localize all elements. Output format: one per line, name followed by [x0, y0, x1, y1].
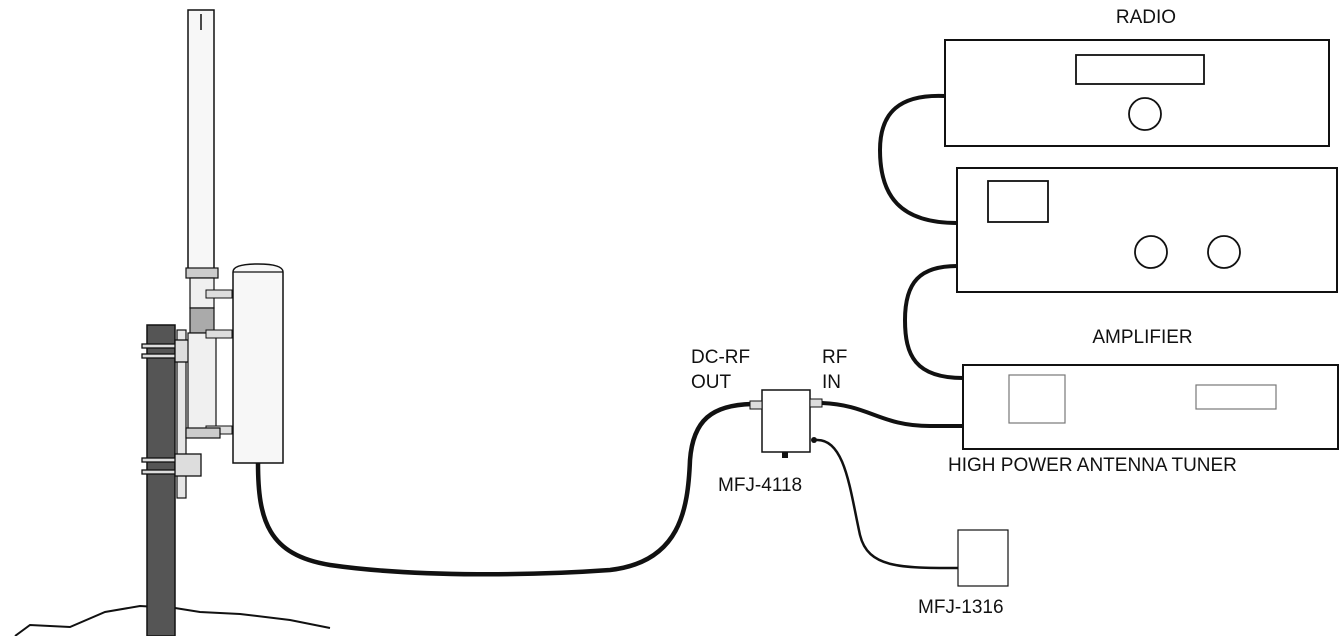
amplifier-knob-1	[1134, 235, 1168, 269]
mast-pole	[146, 324, 176, 636]
rf-in-label-line2: IN	[822, 372, 841, 393]
tuner-label: HIGH POWER ANTENNA TUNER	[948, 455, 1237, 476]
tuner-display	[1195, 384, 1277, 410]
mfj-1316-box	[957, 529, 1009, 587]
vertical-antenna-whip	[187, 9, 215, 273]
amplifier-label: AMPLIFIER	[1092, 327, 1193, 348]
coax-rf-in	[821, 401, 964, 428]
radio-knob	[1128, 97, 1162, 131]
radio-display	[1075, 54, 1205, 85]
antenna-gray-band	[189, 307, 215, 334]
jumper-radio-amplifier	[877, 93, 958, 225]
antenna-coupler-cylinder	[232, 263, 284, 464]
antenna-lower-clamp	[185, 427, 221, 439]
amplifier-meter	[987, 180, 1049, 223]
dc-rf-label-line1: DC-RF	[691, 347, 751, 368]
antenna-clamp-top	[185, 267, 219, 279]
tuner-meter	[1008, 374, 1066, 424]
antenna-bracket	[187, 332, 217, 434]
mounting-plate	[176, 329, 187, 499]
mfj-1316-label: MFJ-1316	[918, 597, 1004, 618]
radio-label: RADIO	[1115, 7, 1177, 28]
mfj-4118-box	[761, 389, 811, 453]
jumper-amplifier-tuner	[902, 264, 964, 380]
dc-rf-label-line2: OUT	[691, 372, 732, 393]
amplifier-knob-2	[1207, 235, 1241, 269]
mfj-4118-label: MFJ-4118	[718, 475, 803, 496]
rf-in-label-line1: RF	[822, 347, 848, 368]
dc-power-cable	[815, 438, 959, 570]
coax-cable-main	[255, 401, 753, 577]
